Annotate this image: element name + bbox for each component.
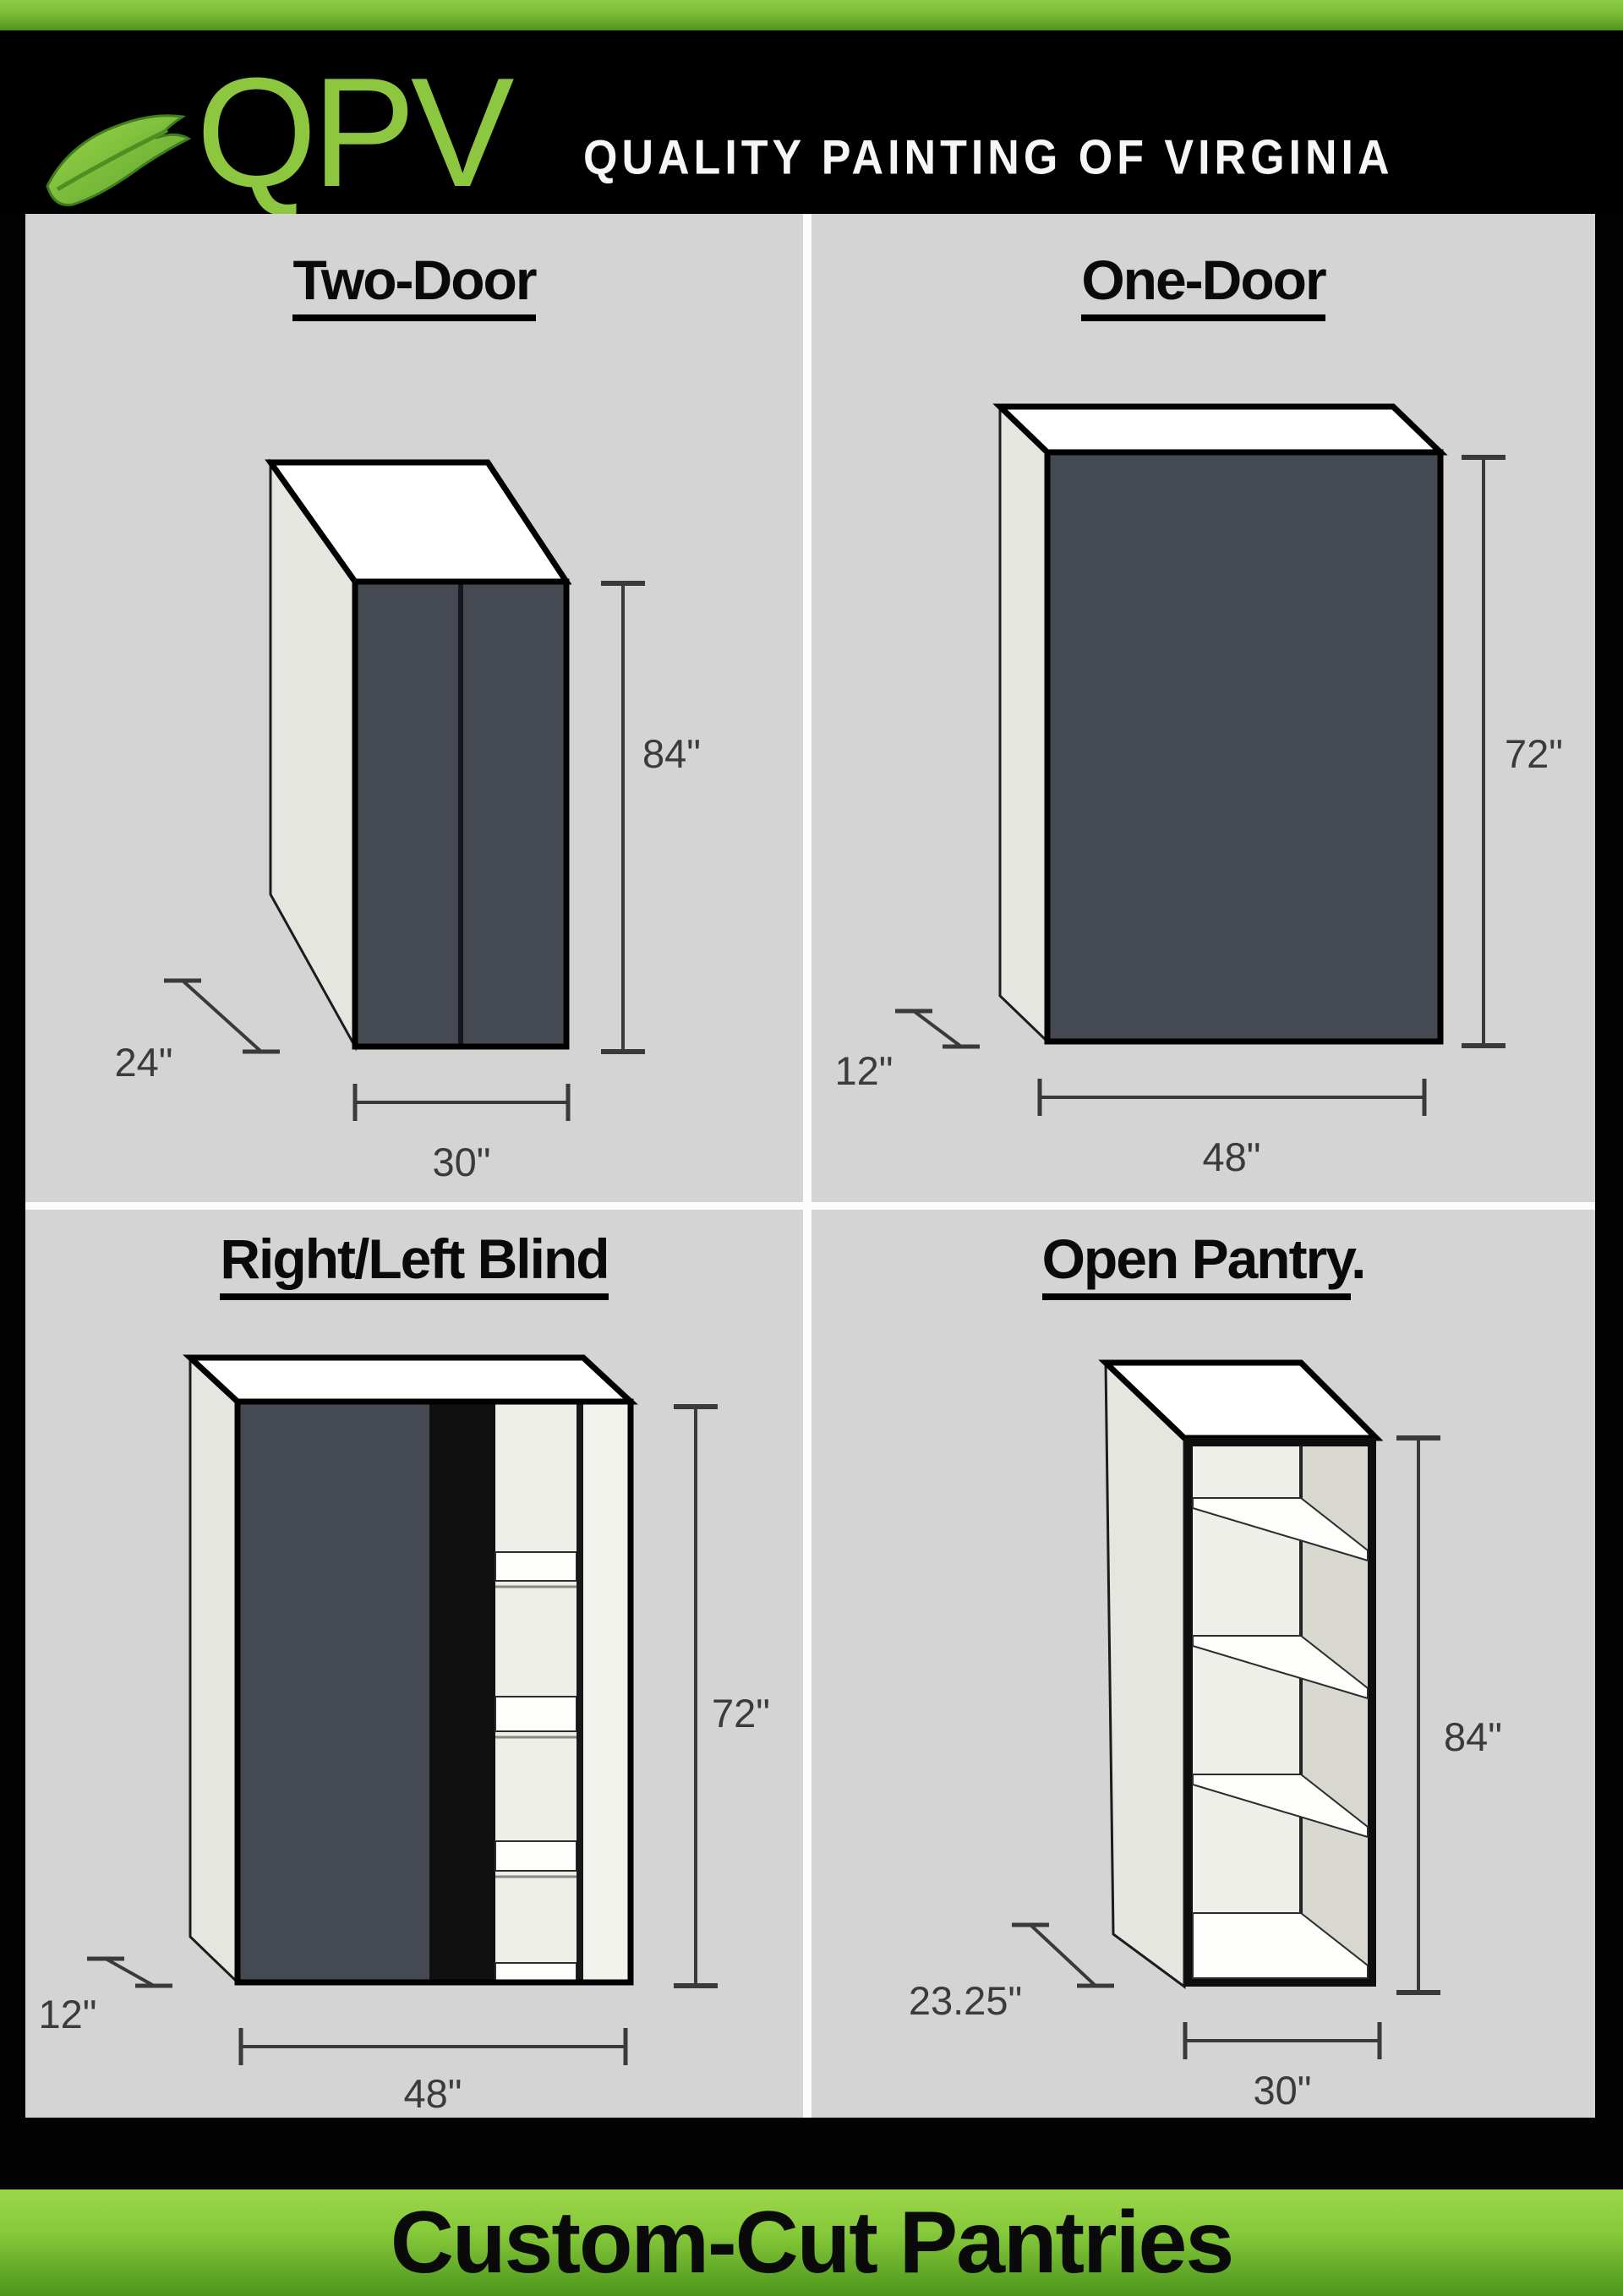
top-green-bar <box>0 0 1623 30</box>
right-stile <box>583 1402 631 1982</box>
quadrant-one-door: One-Door 72" 12" <box>812 214 1595 1202</box>
one-door-diagram: 72" 12" 48" <box>835 403 1563 1179</box>
height-dimension-label: 84" <box>642 731 701 776</box>
width-dimension-label: 48" <box>1203 1134 1261 1179</box>
cabinet-side-panel <box>189 1354 239 1986</box>
header: QPV QUALITY PAINTING OF VIRGINIA <box>0 30 1623 215</box>
footer-banner: Custom-Cut Pantries <box>0 2189 1623 2296</box>
height-dimension-label: 72" <box>1505 731 1563 776</box>
cabinet-top-face <box>992 403 1448 456</box>
cabinet-one-door <box>992 403 1448 1045</box>
depth-dimension-label: 12" <box>835 1048 893 1093</box>
open-shelf-column <box>495 1402 577 1983</box>
title-suffix: . <box>1351 1227 1366 1290</box>
width-dimension: 30" <box>1183 2022 1382 2113</box>
cabinet-side-panel <box>998 403 1049 1045</box>
depth-dimension: 12" <box>39 1956 172 2036</box>
width-dimension: 30" <box>352 1084 571 1184</box>
right-left-blind-diagram: 72" 12" 48" <box>39 1354 770 2116</box>
depth-dimension: 24" <box>115 978 280 1085</box>
cabinet-floor <box>1192 1912 1369 1979</box>
cabinet-open-pantry <box>1098 1359 1384 1989</box>
cabinet-front-outline <box>1044 449 1444 1045</box>
two-door-diagram: 84" 24" 30" <box>115 458 701 1184</box>
height-dimension: 72" <box>1462 455 1563 1048</box>
footer-title: Custom-Cut Pantries <box>390 2193 1234 2292</box>
quadrant-title: One-Door <box>812 248 1595 321</box>
height-dimension: 84" <box>601 581 701 1054</box>
quadrant-title: Open Pantry. <box>812 1227 1595 1300</box>
cabinet-side-panel <box>1104 1359 1186 1989</box>
width-dimension: 48" <box>238 2028 628 2116</box>
shelves <box>1192 1497 1369 1979</box>
quadrant-right-left-blind: Right/Left Blind <box>25 1210 803 2118</box>
depth-dimension-label: 23.25" <box>909 1978 1022 2023</box>
cabinet-blind <box>183 1354 638 1986</box>
diagram-grid: Two-Door 84" <box>25 214 1595 2118</box>
height-dimension: 84" <box>1396 1435 1502 1995</box>
width-dimension-label: 30" <box>1254 2068 1312 2113</box>
depth-dimension-label: 12" <box>39 1992 97 2036</box>
stile-divider-line <box>577 1402 583 1982</box>
depth-dimension: 12" <box>835 1009 980 1093</box>
height-dimension-label: 72" <box>712 1691 770 1736</box>
cabinet-top-face <box>183 1354 638 1405</box>
quadrant-title: Right/Left Blind <box>25 1227 803 1300</box>
height-dimension: 72" <box>674 1404 770 1988</box>
depth-dimension-label: 24" <box>115 1040 173 1085</box>
open-pantry-diagram: 84" 23.25" 30" <box>909 1359 1502 2113</box>
logo-acronym: QPV <box>196 45 515 219</box>
quadrant-two-door: Two-Door 84" <box>25 214 803 1202</box>
width-dimension-label: 30" <box>433 1140 491 1184</box>
blind-door <box>238 1402 429 1982</box>
width-dimension: 48" <box>1037 1079 1427 1179</box>
leaf-icon <box>41 105 205 232</box>
cabinet-front-outline <box>234 1398 634 1986</box>
blind-void <box>429 1402 495 1982</box>
depth-dimension: 23.25" <box>909 1922 1114 2023</box>
cabinet-front-outline <box>352 578 570 1050</box>
cabinet-door <box>1047 452 1440 1041</box>
cabinet-two-door <box>265 458 572 1052</box>
width-dimension-label: 48" <box>404 2071 462 2116</box>
logo-tagline: QUALITY PAINTING OF VIRGINIA <box>583 131 1394 185</box>
height-dimension-label: 84" <box>1444 1714 1502 1759</box>
quadrant-open-pantry: Open Pantry. <box>812 1210 1595 2118</box>
quadrant-title: Two-Door <box>25 248 803 321</box>
